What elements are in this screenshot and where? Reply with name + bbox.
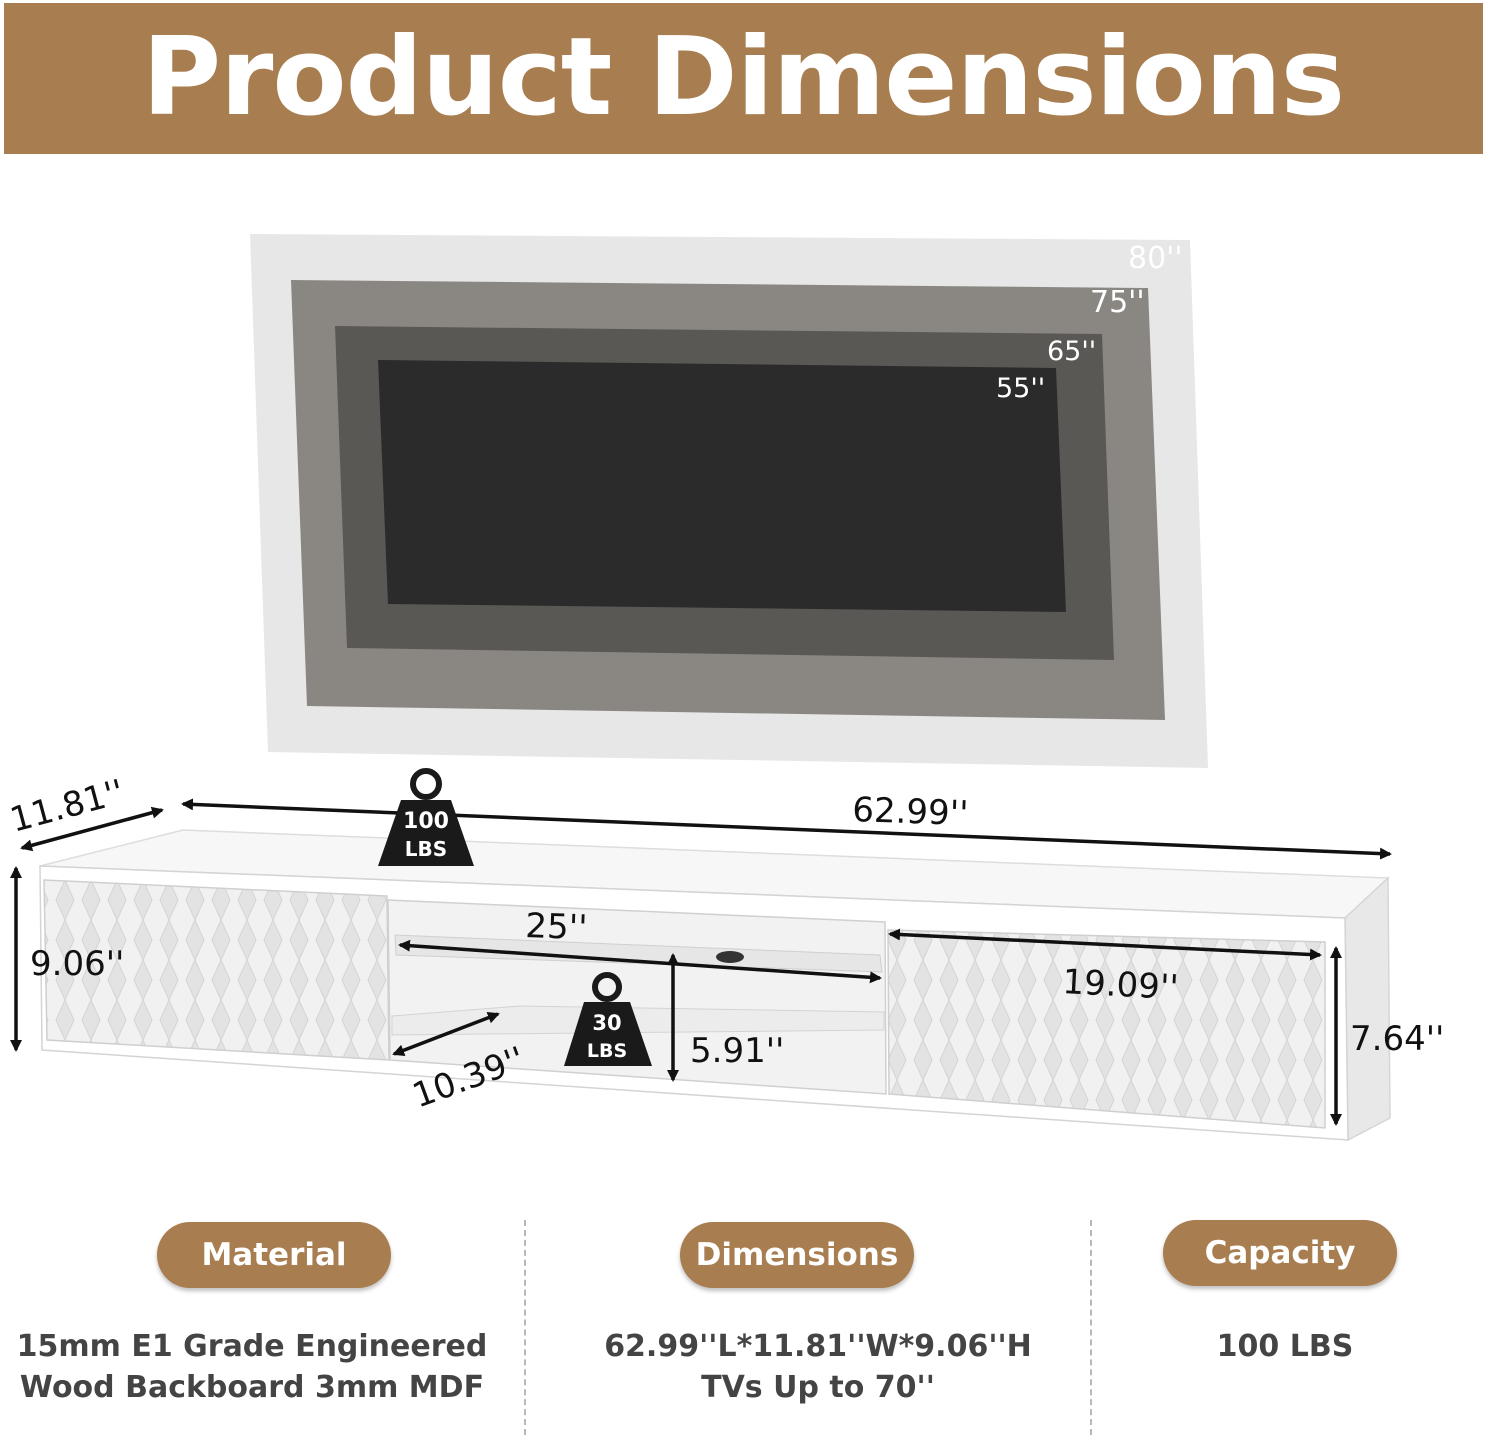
open-shelf-middle: [391, 1005, 885, 1036]
cable-hole: [716, 951, 744, 963]
material-line-1: 15mm E1 Grade Engineered: [16, 1329, 488, 1364]
material-pill: Material: [157, 1222, 391, 1288]
dimensions-line-1: 62.99''L*11.81''W*9.06''H: [604, 1329, 1032, 1364]
column-divider: [1090, 1220, 1092, 1435]
shelf-width-label: 25'': [525, 906, 588, 948]
depth-label: 11.81'': [6, 772, 128, 841]
dimensions-description: 62.99''L*11.81''W*9.06''H TVs Up to 70'': [548, 1326, 1088, 1408]
dimensions-line-2: TVs Up to 70'': [701, 1370, 935, 1405]
dimension-arrow-icon: [181, 798, 1392, 860]
dimension-arrow-icon: [20, 806, 164, 852]
tv-size-label-80: 80'': [1128, 241, 1183, 276]
length-label: 62.99'': [852, 790, 969, 834]
dimensions-pill: Dimensions: [680, 1222, 914, 1288]
weight-top-value: 100: [403, 809, 449, 834]
capacity-description: 100 LBS: [1110, 1326, 1460, 1367]
tv-frame-55: [378, 360, 1066, 612]
capacity-line-1: 100 LBS: [1216, 1329, 1354, 1364]
cabinet-width-label: 19.09'': [1062, 962, 1180, 1008]
weight-shelf-unit: LBS: [587, 1040, 627, 1062]
shelf-height-label: 5.91'': [690, 1031, 784, 1071]
tv-stand: [39, 829, 1391, 1142]
header-band: [4, 3, 1483, 154]
tv-size-label-75: 75'': [1090, 285, 1145, 320]
left-drawer: [43, 879, 390, 1061]
cabinet-height-label: 7.64'': [1350, 1019, 1444, 1059]
tv-size-label-55: 55'': [996, 373, 1045, 404]
dimension-arrow-icon: [398, 939, 882, 984]
material-line-2: Wood Backboard 3mm MDF: [19, 1370, 485, 1405]
weight-shelf-value: 30: [592, 1011, 621, 1035]
weight-icon: 30 LBS: [564, 972, 652, 1066]
tv-size-label-65: 65'': [1047, 336, 1096, 367]
column-divider: [524, 1220, 526, 1435]
material-description: 15mm E1 Grade Engineered Wood Backboard …: [0, 1326, 504, 1408]
weight-top-unit: LBS: [405, 837, 447, 861]
weight-icon: 100 LBS: [378, 768, 474, 866]
page-title: Product Dimensions: [141, 15, 1345, 140]
right-drawer: [887, 929, 1326, 1129]
dimension-arrow-icon: [888, 928, 1322, 961]
dimension-arrows: [10, 798, 1392, 1126]
height-label: 9.06'': [30, 944, 124, 984]
capacity-pill: Capacity: [1163, 1220, 1397, 1286]
stand-right-side: [1344, 876, 1391, 1142]
tv-size-frames: 80'' 75'' 65'' 55'': [250, 234, 1208, 768]
dimension-arrow-icon: [392, 1011, 500, 1057]
